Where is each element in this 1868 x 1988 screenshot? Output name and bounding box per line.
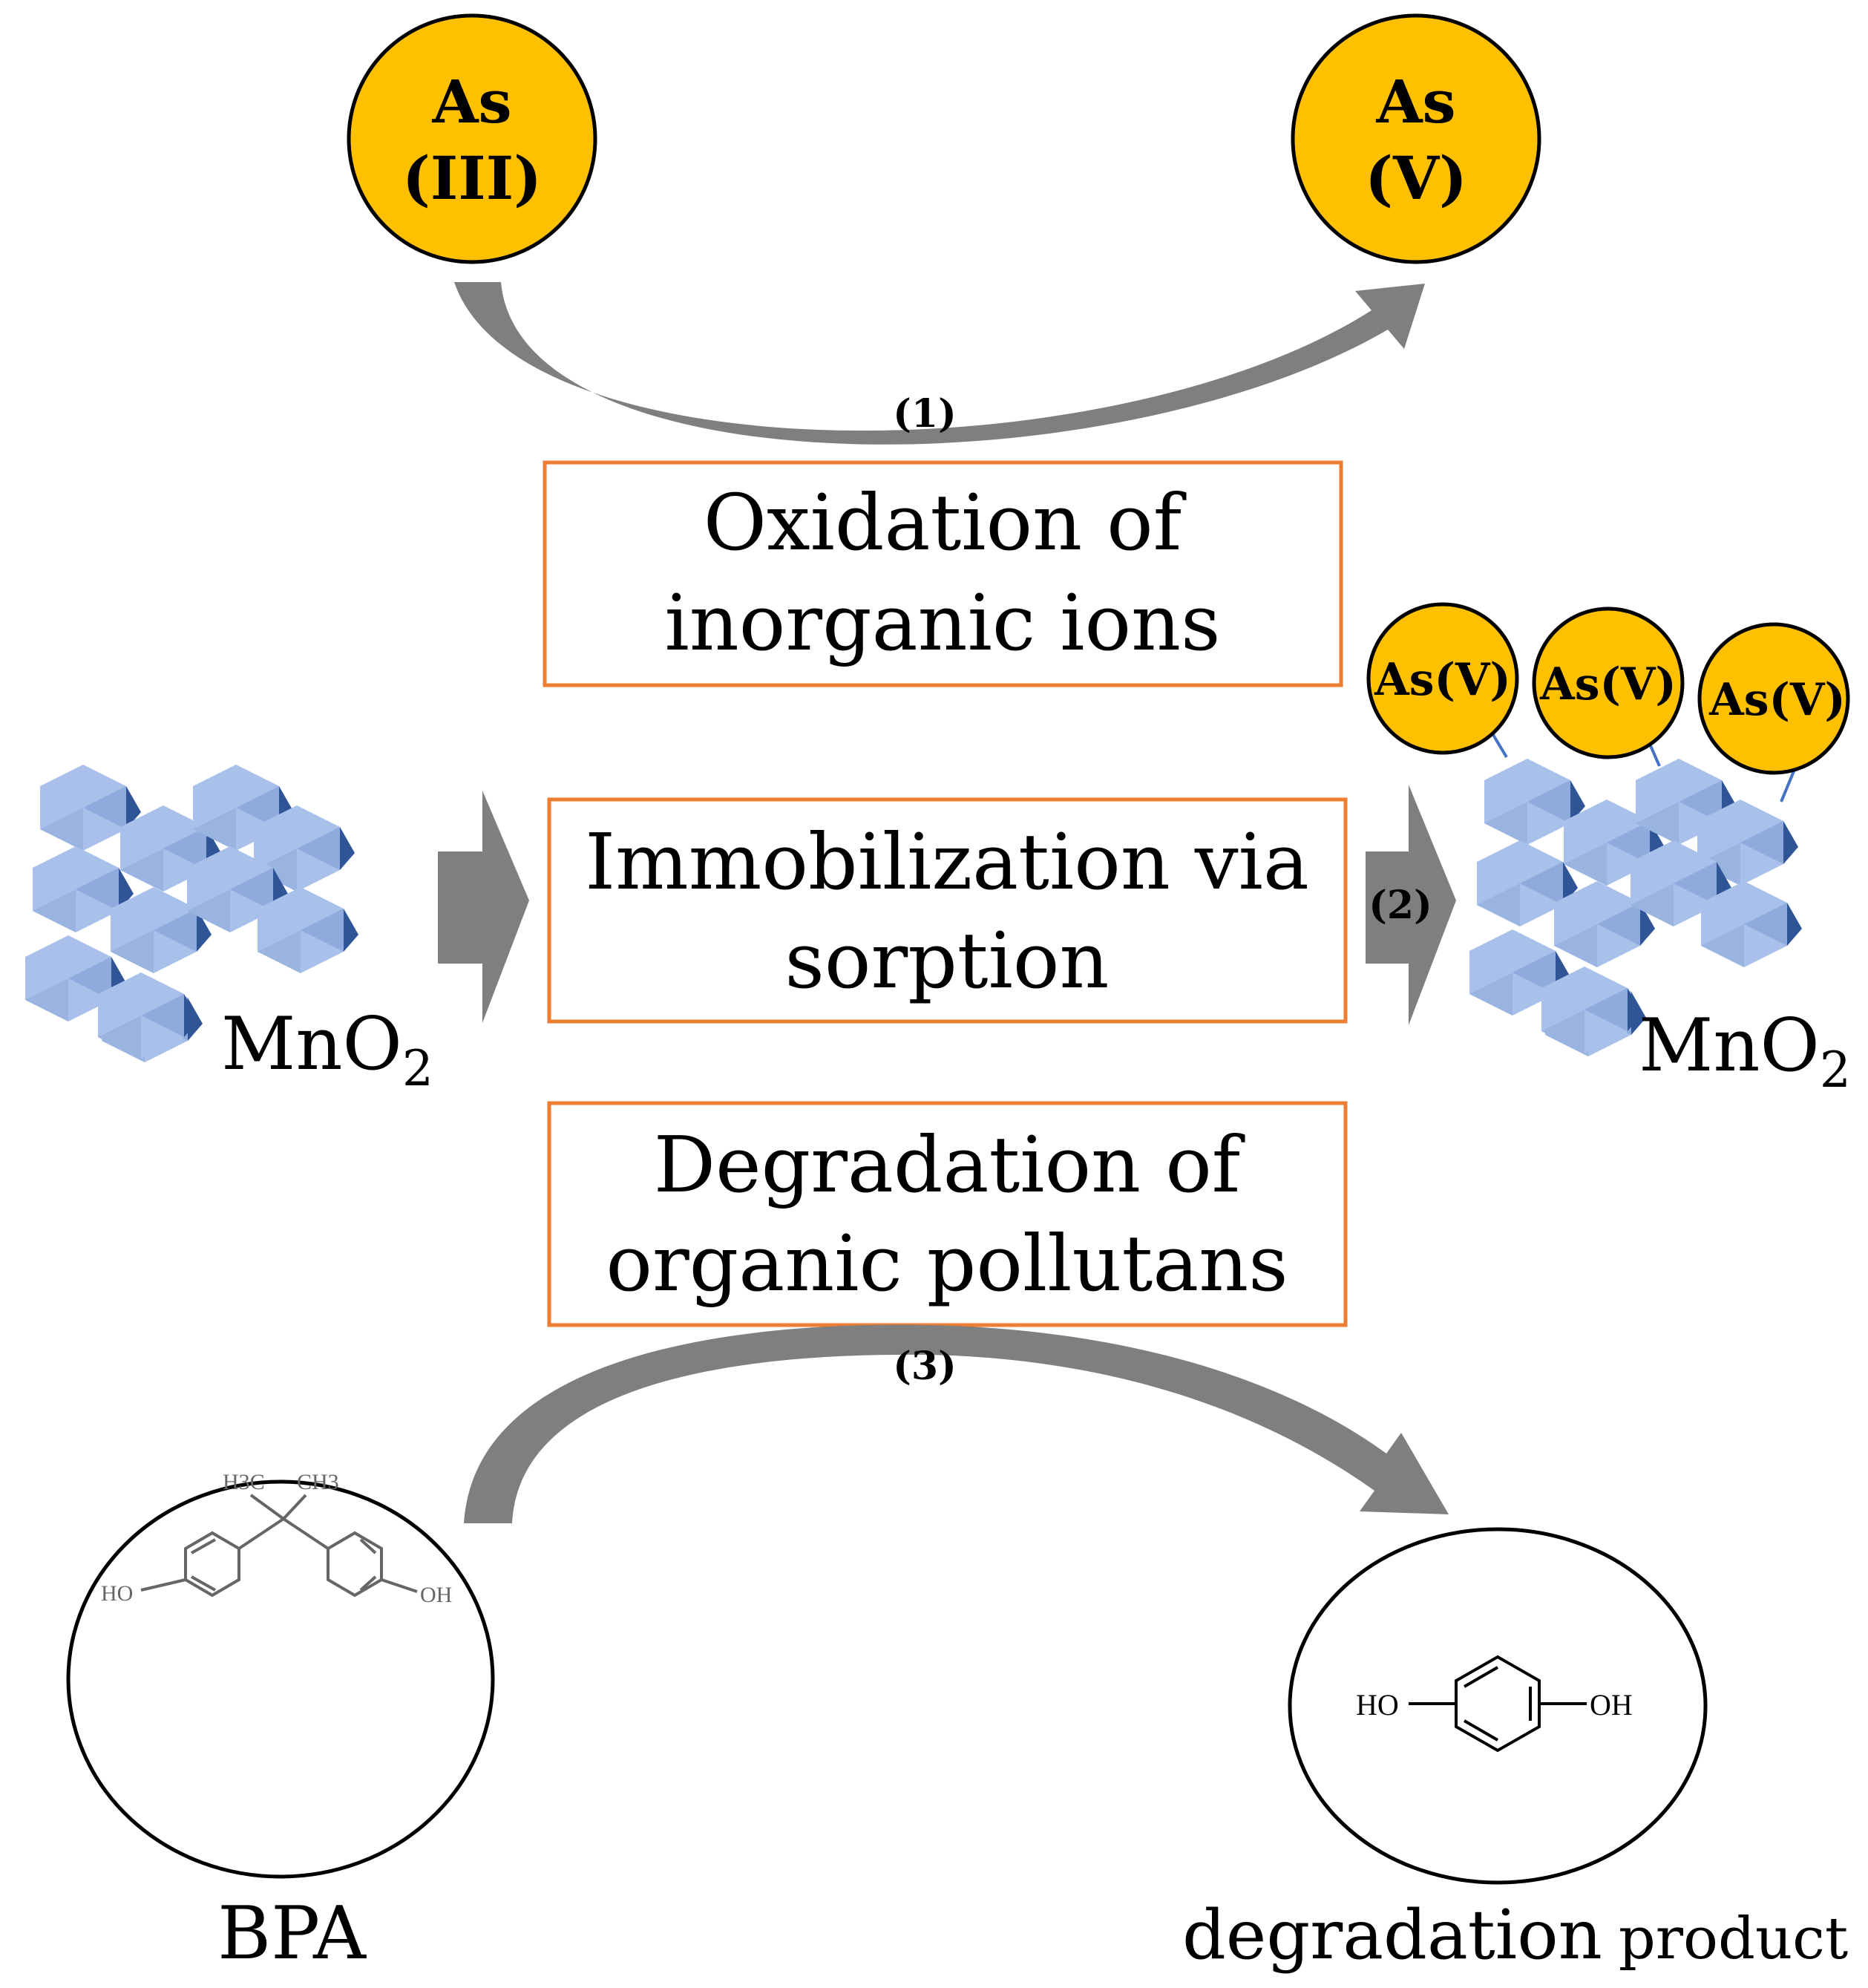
immobilization-box: Immobilization via sorption [547, 797, 1348, 1024]
sorbed-as5-ion-2-label: As(V) [1539, 658, 1677, 710]
input-arrow [438, 791, 529, 1023]
as5-ion: As (V) [1291, 13, 1541, 264]
sorption-arrow [1366, 785, 1456, 1025]
bpa-molecule: H3C CH3 HO OH [66, 1470, 495, 1879]
mno2-left-label: MnO2 [221, 1002, 433, 1097]
product-hydroxyl-left: HO [1356, 1688, 1399, 1721]
immobilization-box-line1: Immobilization via [585, 817, 1309, 907]
degradation-box-line2: organic pollutans [606, 1218, 1288, 1309]
as3-ion: As (III) [347, 13, 597, 264]
product-hydroxyl-right: OH [1590, 1688, 1633, 1721]
oxidation-box: Oxidation of inorganic ions [543, 460, 1343, 687]
oxidation-arrow [454, 282, 1425, 445]
step-2-label: (2) [1369, 883, 1432, 928]
as5-ion-state: (V) [1365, 143, 1467, 213]
sorbed-as5-ion-2: As(V) [1532, 606, 1685, 759]
bpa-methyl-left: H3C [223, 1470, 265, 1494]
as5-ion-symbol: As [1375, 67, 1455, 137]
sorbed-as5-ion-3-label: As(V) [1708, 674, 1846, 726]
oxidation-box-line2: inorganic ions [665, 578, 1221, 668]
sorbed-as5-ion-3: As(V) [1697, 622, 1850, 775]
bpa-hydroxyl-left: HO [101, 1581, 133, 1606]
degradation-box: Degradation of organic pollutans [547, 1101, 1348, 1327]
as3-ion-symbol: As [431, 67, 511, 137]
bpa-hydroxyl-right: OH [420, 1583, 452, 1607]
degradation-arrow [464, 1324, 1449, 1523]
sorbed-as5-ion-1-label: As(V) [1374, 654, 1511, 706]
bpa-label: BPA [217, 1891, 367, 1976]
bpa-methyl-right: CH3 [297, 1470, 339, 1494]
mno2-right-label: MnO2 [1639, 1004, 1851, 1099]
immobilization-box-line2: sorption [785, 915, 1110, 1006]
sorbed-as5-ion-1: As(V) [1366, 602, 1519, 755]
degradation-box-line1: Degradation of [654, 1119, 1245, 1210]
as3-ion-state: (III) [402, 143, 542, 213]
step-3-label: (3) [893, 1344, 956, 1389]
oxidation-box-line1: Oxidation of [704, 477, 1187, 568]
degradation-product-molecule: HO OH [1288, 1527, 1708, 1885]
step-1-label: (1) [893, 391, 956, 436]
